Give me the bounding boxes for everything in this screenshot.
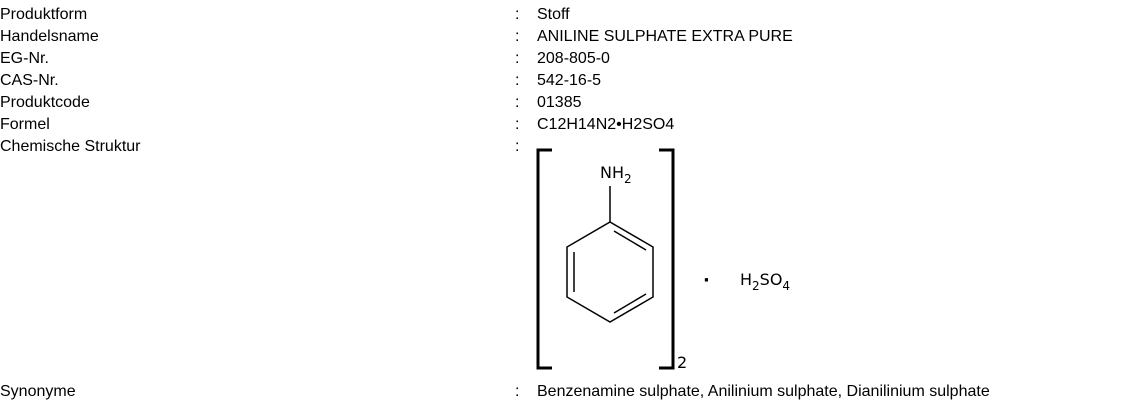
colon-separator: : — [515, 6, 520, 23]
colon-separator: : — [515, 116, 520, 133]
label-eg-nr: EG-Nr. — [0, 50, 49, 67]
row-chemische-struktur: Chemische Struktur : — [0, 136, 1142, 158]
label-formel: Formel — [0, 116, 50, 133]
label-produktcode: Produktcode — [0, 94, 90, 111]
row-cas-nr: CAS-Nr. : 542-16-5 — [0, 70, 1142, 92]
ring-double-bond-line — [613, 293, 647, 314]
label-produktform: Produktform — [0, 6, 88, 23]
value-cas-nr: 542-16-5 — [537, 72, 602, 89]
label-chemische-struktur: Chemische Struktur — [0, 138, 141, 155]
value-produktform: Stoff — [537, 6, 570, 23]
right-bracket-shape — [659, 148, 675, 370]
ring-double-bond-line — [613, 230, 647, 251]
row-formel: Formel : C12H14N2•H2SO4 — [0, 114, 1142, 136]
colon-separator: : — [515, 138, 520, 155]
row-produktform: Produktform : Stoff — [0, 4, 1142, 26]
benzene-ring-shape — [566, 221, 654, 323]
colon-separator: : — [515, 94, 520, 111]
label-cas-nr: CAS-Nr. — [0, 72, 59, 89]
label-handelsname: Handelsname — [0, 28, 99, 45]
colon-separator: : — [515, 28, 520, 45]
colon-separator: : — [515, 72, 520, 89]
colon-separator: : — [515, 50, 520, 67]
multiplier-label: 2 — [677, 353, 687, 372]
row-eg-nr: EG-Nr. : 208-805-0 — [0, 48, 1142, 70]
left-bracket-shape — [536, 148, 552, 370]
amine-group-label: NH2 — [600, 163, 632, 186]
row-synonyme: Synonyme : Benzenamine sulphate, Anilini… — [0, 381, 1142, 403]
chemical-structure-diagram: NH2 2 · H2SO4 — [536, 148, 790, 372]
value-formel: C12H14N2•H2SO4 — [537, 116, 675, 133]
acid-formula-label: H2SO4 — [740, 270, 790, 293]
value-handelsname: ANILINE SULPHATE EXTRA PURE — [537, 28, 793, 45]
value-synonyme: Benzenamine sulphate, Anilinium sulphate… — [537, 383, 990, 400]
row-produktcode: Produktcode : 01385 — [0, 92, 1142, 114]
colon-separator: : — [515, 383, 520, 400]
chemical-structure: NH2 2 · H2SO4 — [530, 142, 830, 372]
row-handelsname: Handelsname : ANILINE SULPHATE EXTRA PUR… — [0, 26, 1142, 48]
dot-separator: · — [703, 270, 710, 291]
value-eg-nr: 208-805-0 — [537, 50, 610, 67]
value-produktcode: 01385 — [537, 94, 582, 111]
label-synonyme: Synonyme — [0, 383, 76, 400]
